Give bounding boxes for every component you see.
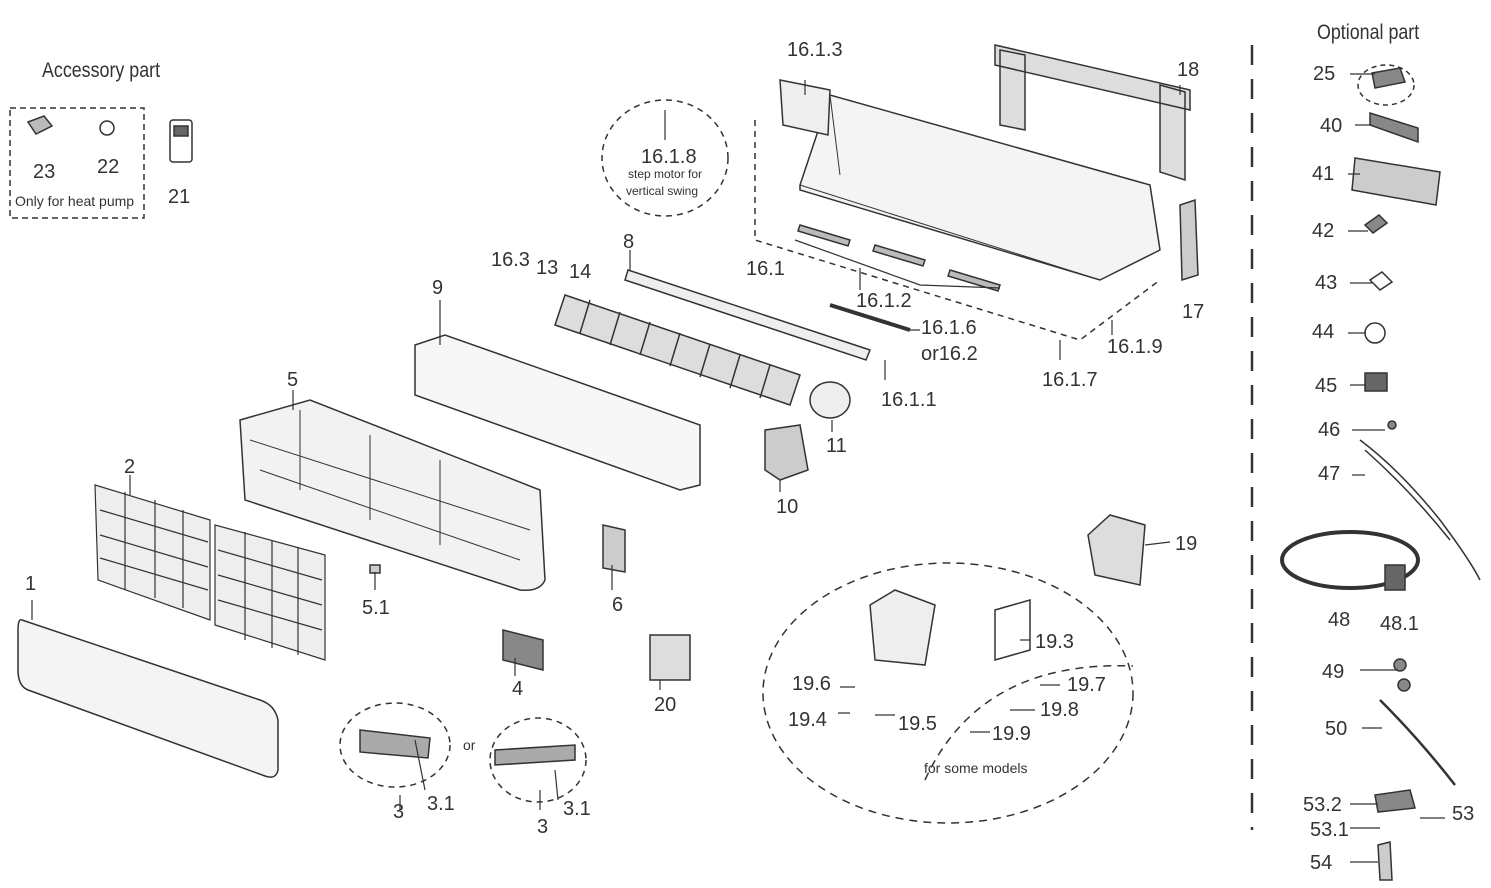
part-label: 47 [1318, 463, 1341, 485]
step-motor-note-1: step motor for [628, 167, 703, 181]
part-label: 21 [168, 186, 191, 208]
part-label: 13 [536, 257, 559, 279]
mounting-plate [994, 44, 1191, 182]
part-label: 53 [1452, 803, 1475, 825]
display-circle-b [489, 717, 587, 803]
part-label: 17 [1182, 301, 1205, 323]
part-label: 3 [537, 816, 549, 838]
part-label: 18 [1177, 59, 1200, 81]
part-label: 41 [1312, 163, 1335, 185]
part-label: 16.1.3 [787, 39, 843, 61]
part-label: 45 [1315, 375, 1338, 397]
part-label: 25 [1313, 63, 1336, 85]
filters [94, 484, 326, 661]
some-models-note: for some models [924, 760, 1028, 776]
part-label: 48 [1328, 609, 1351, 631]
part-label: 16.1.1 [881, 389, 937, 411]
accessory-parts-art [26, 115, 193, 163]
part-label: 40 [1320, 115, 1343, 137]
part-label: 5 [287, 369, 299, 391]
accessory-box [9, 107, 145, 219]
part-label: 14 [569, 261, 592, 283]
leader-lines [31, 73, 1445, 863]
front-panel [17, 618, 279, 778]
part-label: 53.2 [1303, 794, 1342, 816]
part-label: 5.1 [362, 597, 390, 619]
or-note: or [463, 737, 476, 753]
part-label: 23 [33, 161, 56, 183]
part-label: 3.1 [563, 798, 591, 820]
accessory-part-heading: Accessory part [42, 59, 161, 82]
part-label: 16.3 [491, 249, 530, 271]
part-label: 3.1 [427, 793, 455, 815]
part-label: 16.1.2 [856, 290, 912, 312]
evaporator [414, 334, 701, 491]
part-label: 19.7 [1067, 674, 1106, 696]
part-label: 50 [1325, 718, 1348, 740]
part-label: 53.1 [1310, 819, 1349, 841]
louver [624, 269, 871, 361]
part-label: 16.1.9 [1107, 336, 1163, 358]
part-label: 16.1.7 [1042, 369, 1098, 391]
part-label: 42 [1312, 220, 1335, 242]
part-label: 20 [654, 694, 677, 716]
part-label: 9 [432, 277, 444, 299]
part-label: 11 [826, 435, 847, 457]
part-label: 3 [393, 801, 405, 823]
part-label: 49 [1322, 661, 1345, 683]
back-frame [799, 94, 1161, 281]
step-motor-circle [601, 99, 729, 217]
part-label: 19.6 [792, 673, 831, 695]
optional-parts-art [1280, 67, 1481, 881]
vertical-louvers [797, 224, 1001, 292]
part-label: 19 [1175, 533, 1198, 555]
part-label: 2 [124, 456, 136, 478]
part-label: 43 [1315, 272, 1338, 294]
part-label: 16.1 [746, 258, 785, 280]
part-label: 19.5 [898, 713, 937, 735]
step-motor-note-2: vertical swing [626, 184, 699, 198]
part-label: 16.1.8 [641, 146, 697, 168]
part-label: 19.4 [788, 709, 827, 731]
part-label: 48.1 [1380, 613, 1419, 635]
part-label: 8 [623, 231, 635, 253]
heat-pump-note: Only for heat pump [15, 193, 135, 209]
part-label: 19.3 [1035, 631, 1074, 653]
fan-motor [809, 381, 851, 419]
part-label: 19.9 [992, 723, 1031, 745]
electric-box [1087, 514, 1146, 586]
part-label: 1 [25, 573, 37, 595]
part-label: 44 [1312, 321, 1335, 343]
part-label: 19.8 [1040, 699, 1079, 721]
part-label: 54 [1310, 852, 1333, 874]
part-label: 6 [612, 594, 624, 616]
side-bracket [1179, 198, 1199, 282]
part-label: 10 [776, 496, 799, 518]
motor-bracket [764, 424, 809, 481]
part-label: 46 [1318, 419, 1341, 441]
part-label: 4 [512, 678, 524, 700]
optional-part-heading: Optional part [1317, 21, 1420, 44]
display-board [359, 729, 431, 759]
display-circle-a [339, 702, 451, 788]
part-label: 22 [97, 156, 120, 178]
part-label: 16.1.6 [921, 317, 977, 339]
part-label: or16.2 [921, 343, 978, 365]
electric-box-circle [762, 562, 1134, 824]
